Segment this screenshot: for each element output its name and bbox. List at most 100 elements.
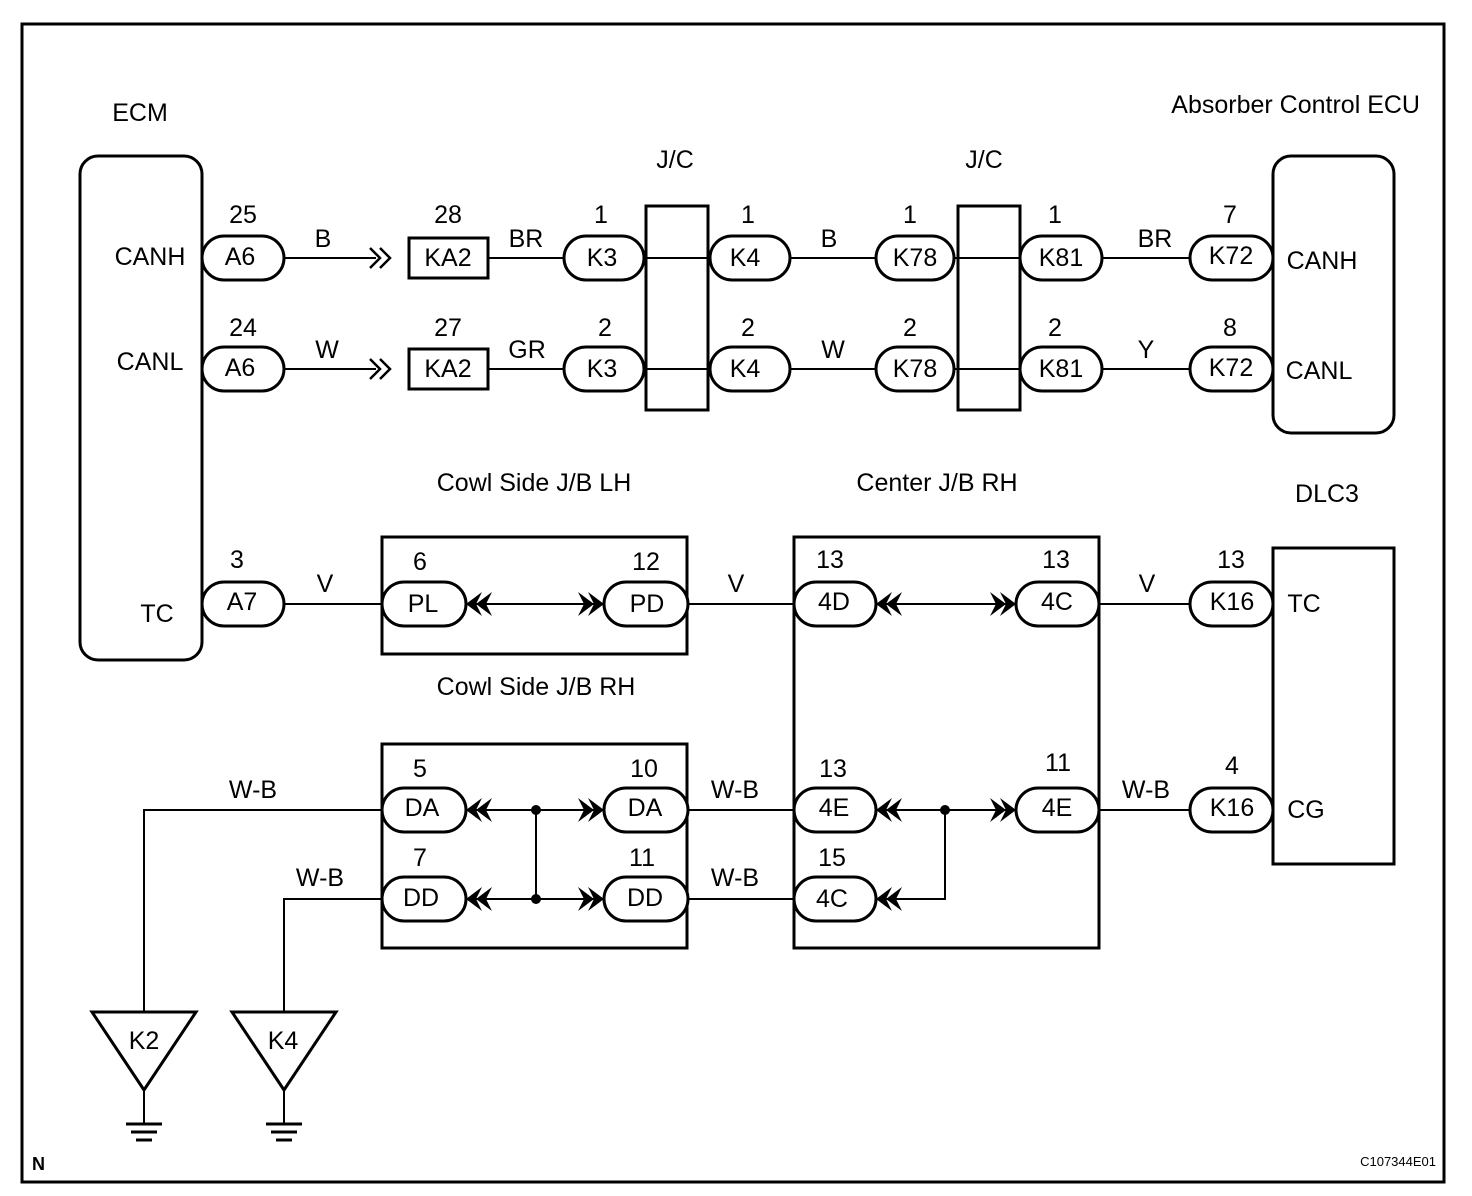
connector-c25: 4E 13 bbox=[792, 755, 878, 834]
absorber-ecu-box bbox=[1271, 154, 1396, 435]
wire-color-label: W-B bbox=[711, 776, 759, 804]
wire-color-label: V bbox=[1139, 570, 1156, 598]
svg-text:13: 13 bbox=[1042, 546, 1070, 574]
svg-text:K72: K72 bbox=[1209, 354, 1253, 382]
connector-c22: DA 10 bbox=[602, 755, 690, 834]
ecm-label: ECM bbox=[112, 99, 168, 127]
wire-color-label: B bbox=[821, 225, 838, 253]
connector-c12: K81 2 bbox=[1018, 314, 1104, 393]
cowl-rh-label: Cowl Side J/B RH bbox=[437, 673, 636, 701]
svg-text:12: 12 bbox=[632, 548, 660, 576]
svg-text:7: 7 bbox=[413, 844, 427, 872]
svg-text:11: 11 bbox=[629, 844, 655, 872]
wire-color-label: B bbox=[315, 225, 332, 253]
figure-code: C107344E01 bbox=[1360, 1154, 1436, 1169]
svg-text:2: 2 bbox=[903, 314, 917, 342]
dlc3-tc-label: TC bbox=[1287, 590, 1320, 618]
svg-text:24: 24 bbox=[229, 314, 257, 342]
svg-text:3: 3 bbox=[230, 546, 244, 574]
absorber-ecu-label: Absorber Control ECU bbox=[1171, 91, 1420, 119]
connector-c4: KA2 27 bbox=[407, 314, 490, 391]
svg-text:11: 11 bbox=[1045, 749, 1071, 777]
wire-color-label: GR bbox=[508, 336, 546, 364]
connector-c19: 4C 13 bbox=[1014, 546, 1101, 628]
svg-text:K3: K3 bbox=[587, 355, 618, 383]
connector-c10: K78 2 bbox=[874, 314, 956, 393]
svg-text:K78: K78 bbox=[893, 355, 937, 383]
wire-color-label: V bbox=[317, 570, 334, 598]
dlc3-label: DLC3 bbox=[1295, 480, 1359, 508]
ground-k2: K2 bbox=[89, 1010, 199, 1142]
wire-color-label: Y bbox=[1138, 336, 1155, 364]
svg-text:K81: K81 bbox=[1039, 355, 1083, 383]
splice-dot bbox=[531, 805, 541, 815]
svg-text:K16: K16 bbox=[1210, 794, 1254, 822]
connector-c2: A6 24 bbox=[200, 314, 286, 393]
splice-dot bbox=[531, 894, 541, 904]
connector-c20: K16 13 bbox=[1188, 546, 1275, 628]
ecm-tc-label: TC bbox=[140, 600, 173, 628]
connector-c28: K16 4 bbox=[1188, 752, 1275, 834]
svg-text:PD: PD bbox=[630, 590, 665, 618]
svg-text:2: 2 bbox=[1048, 314, 1062, 342]
svg-text:DD: DD bbox=[627, 884, 663, 912]
connector-c26: 4E 11 bbox=[1014, 749, 1101, 834]
cowl-lh-label: Cowl Side J/B LH bbox=[437, 469, 632, 497]
wires bbox=[143, 257, 1190, 1012]
connector-c3: KA2 28 bbox=[407, 201, 490, 280]
center-jb-box bbox=[792, 535, 1101, 950]
svg-text:5: 5 bbox=[413, 755, 427, 783]
wire-color-label: W bbox=[315, 336, 339, 364]
svg-text:4D: 4D bbox=[818, 588, 850, 616]
connector-c1: A6 25 bbox=[200, 201, 286, 282]
svg-text:PL: PL bbox=[408, 590, 439, 618]
svg-text:K3: K3 bbox=[587, 244, 618, 272]
diagram-frame bbox=[20, 22, 1446, 1184]
wire-color-label: W-B bbox=[229, 776, 277, 804]
svg-text:1: 1 bbox=[903, 201, 917, 229]
ecm-canh-label: CANH bbox=[115, 243, 186, 271]
svg-text:15: 15 bbox=[818, 844, 846, 872]
connector-c18: 4D 13 bbox=[792, 546, 878, 628]
connector-c24: DD 11 bbox=[602, 844, 690, 923]
svg-text:13: 13 bbox=[819, 755, 847, 783]
connector-c8: K4 2 bbox=[708, 314, 792, 393]
jc-left-label: J/C bbox=[656, 146, 694, 174]
wire-color-label: W-B bbox=[711, 864, 759, 892]
svg-text:4E: 4E bbox=[1042, 794, 1073, 822]
ecm-canl-label: CANL bbox=[117, 348, 184, 376]
connector-c5: K3 1 bbox=[562, 201, 646, 282]
connector-c16: PL 6 bbox=[380, 548, 468, 628]
wire-color-label: BR bbox=[509, 225, 544, 253]
svg-text:K4: K4 bbox=[730, 355, 761, 383]
svg-text:K2: K2 bbox=[129, 1027, 160, 1055]
svg-text:4: 4 bbox=[1225, 752, 1239, 780]
dlc3-cg-label: CG bbox=[1287, 796, 1325, 824]
connector-c15: A7 3 bbox=[200, 546, 286, 628]
svg-text:28: 28 bbox=[434, 201, 462, 229]
connector-c27: 4C 15 bbox=[792, 844, 878, 923]
svg-text:A6: A6 bbox=[225, 354, 256, 382]
jb-arrowheads bbox=[466, 592, 1016, 911]
svg-text:13: 13 bbox=[816, 546, 844, 574]
wire-color-label: BR bbox=[1138, 225, 1173, 253]
jc-right-box bbox=[956, 204, 1022, 412]
svg-text:DA: DA bbox=[405, 794, 440, 822]
svg-text:10: 10 bbox=[630, 755, 658, 783]
svg-text:25: 25 bbox=[229, 201, 257, 229]
dlc3-box bbox=[1271, 546, 1396, 866]
wire-color-label: W-B bbox=[296, 864, 344, 892]
jc-left-box bbox=[644, 204, 710, 412]
svg-text:6: 6 bbox=[413, 548, 427, 576]
cowl-rh-box bbox=[380, 742, 689, 950]
svg-text:1: 1 bbox=[741, 201, 755, 229]
svg-text:K4: K4 bbox=[730, 244, 761, 272]
absorber-canl-label: CANL bbox=[1286, 357, 1353, 385]
ecm-box bbox=[78, 154, 204, 662]
svg-text:1: 1 bbox=[594, 201, 608, 229]
connector-c23: DD 7 bbox=[380, 844, 468, 923]
inline-connector-chevrons bbox=[369, 247, 392, 380]
svg-text:K72: K72 bbox=[1209, 242, 1253, 270]
absorber-canh-label: CANH bbox=[1287, 247, 1358, 275]
